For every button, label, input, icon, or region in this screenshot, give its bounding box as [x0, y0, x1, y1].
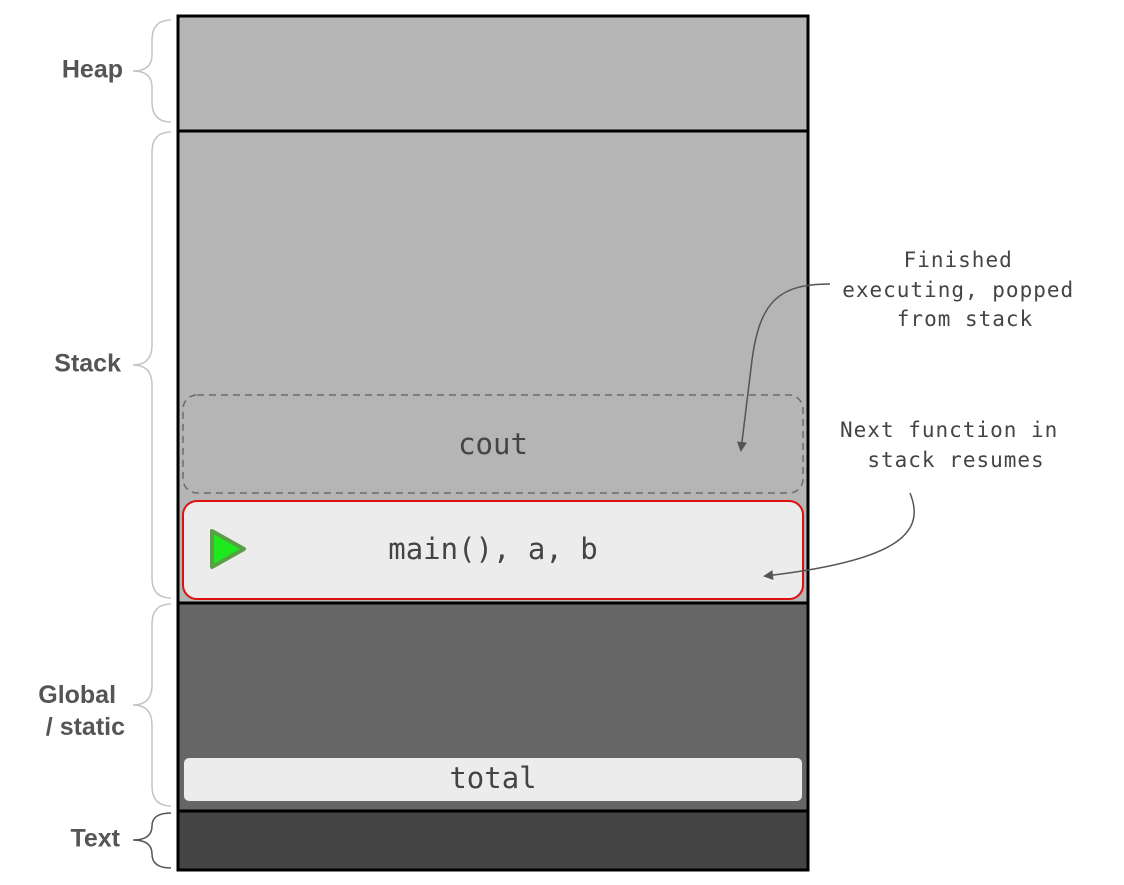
heap-label: Heap [62, 56, 123, 84]
active-frame [182, 500, 804, 600]
global-static-brace [132, 603, 172, 807]
resume-annotation: Next function in stack resumes [840, 418, 1072, 472]
global-static-label: Global / static [38, 681, 125, 741]
text-brace [132, 812, 172, 869]
popped-annotation-line-2: executing, popped [842, 278, 1074, 302]
resume-annotation-line-2: stack resumes [867, 448, 1044, 472]
active-frame-label: main(), a, b [388, 532, 598, 566]
global-label-line-1: Global [38, 681, 116, 709]
resume-arrow [763, 492, 915, 581]
popped-annotation-line-3: from stack [897, 307, 1033, 331]
global-variable-box [184, 758, 802, 801]
stack-label: Stack [54, 350, 121, 378]
stack-brace [132, 131, 172, 599]
popped-annotation: Finished executing, popped from stack [842, 248, 1088, 331]
play-icon [210, 529, 246, 569]
heap-region [178, 16, 808, 131]
popped-frame-label: cout [458, 427, 528, 461]
memory-outline [176, 14, 810, 872]
text-label: Text [70, 825, 120, 853]
popped-frame [182, 394, 804, 494]
popped-arrow [737, 283, 831, 452]
popped-annotation-line-1: Finished [904, 248, 1013, 272]
global-label-line-2: / static [46, 713, 125, 741]
global-variable-label: total [449, 761, 536, 795]
text-region [178, 811, 808, 870]
resume-annotation-line-1: Next function in [840, 418, 1058, 442]
heap-brace [132, 19, 172, 123]
